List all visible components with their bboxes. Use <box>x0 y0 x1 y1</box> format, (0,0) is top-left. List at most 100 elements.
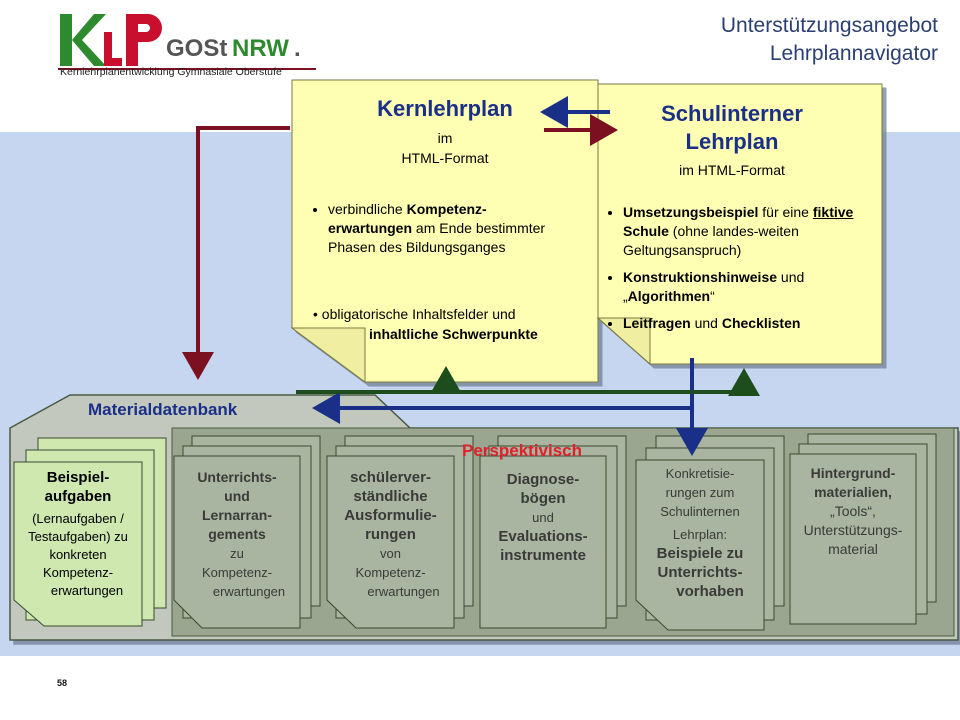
page-title: Unterstützungsangebot Lehrplannavigator <box>721 12 938 68</box>
stack-1-l3: Lernarran- <box>201 507 273 523</box>
kl-b1-rest: am Ende bestimmter Phasen des Bildungsga… <box>328 220 546 255</box>
stack-4-l1: Konkretisie- <box>665 466 735 481</box>
stack-schuelerver <box>326 435 474 629</box>
sl-b3-bold1: Leitfragen <box>623 315 691 331</box>
title-line-2: Lehrplannavigator <box>769 42 938 65</box>
stack-5-sheet-1 <box>789 453 917 625</box>
sl-b2-bold1: Konstruktionshinweise <box>623 269 778 285</box>
schulinterner-title-line-2: Lehrplan <box>685 129 779 154</box>
kl-b2-pre: • obligatorische Inhaltsfelder und <box>313 306 516 322</box>
kernlehrplan-fold <box>290 327 366 383</box>
kernlehrplan-sub-line-1: im <box>437 130 453 146</box>
stack-schuelerver-text: schülerver- ständliche Ausformulie- rung… <box>327 468 454 601</box>
stack-1-l2: und <box>224 488 250 504</box>
logo-subtitle: Kernlehrplanentwicklung Gymnasiale Obers… <box>60 66 282 78</box>
sl-b1-bold3: Schule <box>623 223 669 239</box>
stack-5-l5: material <box>828 541 878 557</box>
kl-b1-pre: verbindliche <box>328 201 407 217</box>
stack-konkretisierungen-text: Konkretisie- rungen zum Schulinternen Le… <box>636 464 764 601</box>
stack-0-l3: (Lernaufgaben / <box>32 511 124 526</box>
sl-b3-t1: und <box>690 315 722 331</box>
schulinterner-bullet-1: Umsetzungsbeispiel für eine fiktive Schu… <box>623 203 891 260</box>
kernlehrplan-bullet-2: • obligatorische Inhaltsfelder und inhal… <box>313 304 598 344</box>
stack-0-sheet-1 <box>13 461 143 627</box>
logo-k-arm <box>72 14 106 66</box>
stack-1-l6: Kompetenz- <box>201 565 273 580</box>
title-line-1: Unterstützungsangebot <box>720 14 938 37</box>
stack-4-l3: Schulinternen <box>660 504 740 519</box>
schulinterner-subtitle: im HTML-Format <box>679 162 785 178</box>
stack-1-l1: Unterrichts- <box>197 469 277 485</box>
sl-b1-t3: (ohne landes-weiten Geltungsanspruch) <box>623 223 799 258</box>
sl-b2-bold2: Algorithmen <box>627 288 711 304</box>
stack-4-l2: rungen zum <box>665 485 735 500</box>
stack-2-l6: Kompetenz- <box>355 565 426 580</box>
logo-l-bar <box>104 32 112 66</box>
kernlehrplan-bullet-1: verbindliche Kompetenz-erwartungen am En… <box>328 200 568 257</box>
sl-b2-t1: und „ <box>623 269 805 304</box>
stack-diagnose-text: Diagnose- bögen und Evaluations- instrum… <box>480 470 606 565</box>
stack-3-l5: instrumente <box>500 547 586 564</box>
kernlehrplan-sub-line-2: HTML-Format <box>401 150 489 166</box>
stack-0-l7: erwartungen <box>50 583 124 598</box>
kernlehrplan-subtitle: im HTML-Format <box>330 128 560 168</box>
stack-4-l6: Unterrichts- <box>657 564 743 581</box>
stack-1-sheet-1 <box>173 455 301 629</box>
schulinterner-title: Schulinterner Lehrplan <box>612 100 852 156</box>
stack-5-l4: Unterstützungs- <box>803 522 903 538</box>
page-number: 58 <box>57 678 68 688</box>
logo-nrw-text: NRW <box>232 35 289 62</box>
stack-0-l4: Testaufgaben) zu <box>28 529 128 544</box>
kernlehrplan-bullets: verbindliche Kompetenz-erwartungen am En… <box>310 200 568 265</box>
stack-hintergrund-text: Hintergrund- materialien, „Tools“, Unter… <box>790 464 916 559</box>
stack-3-sheet-1 <box>479 455 607 629</box>
stack-2-sheet-1 <box>326 455 455 629</box>
kp-gost-nrw-logo: GOSt NRW . <box>58 14 316 70</box>
kernlehrplan-card <box>291 79 599 383</box>
arrow-kernlehrplan-to-materialdatenbank <box>182 126 290 380</box>
stack-1-l7: erwartungen <box>212 584 286 599</box>
stack-5-l2: materialien, <box>814 484 892 500</box>
sl-b2-t2: “ <box>710 288 715 304</box>
schulinterner-bullet-2: Konstruktionshinweise und „Algorithmen“ <box>623 268 891 306</box>
stack-2-l7: erwartungen <box>367 584 440 599</box>
kl-b1-bold: Kompetenz-erwartungen <box>328 201 487 236</box>
stack-2-l1: schülerver- <box>350 469 431 486</box>
sl-b3-bold2: Checklisten <box>721 315 801 331</box>
materialdatenbank-label: Materialdatenbank <box>88 400 238 419</box>
kl-b2-bold: inhaltliche Schwerpunkte <box>369 326 538 342</box>
stack-3-l4: Evaluations- <box>498 528 588 545</box>
stack-0-l6: Kompetenz- <box>42 565 114 580</box>
sl-b1-bold2: fiktive <box>812 204 854 220</box>
stack-1-l4: gements <box>208 526 266 542</box>
stack-4-l5: Beispiele zu <box>656 545 744 562</box>
stack-beispielaufgaben-text: Beispiel- aufgaben (Lernaufgaben / Testa… <box>14 468 142 600</box>
stack-4-l4: Lehrplan: <box>672 527 728 542</box>
schulinterner-card <box>597 83 883 365</box>
stack-3-l3: und <box>532 510 554 525</box>
schulinterner-title-line-1: Schulinterner <box>661 101 803 126</box>
sl-b1-t1: für eine <box>758 204 813 220</box>
logo-k-bar <box>60 14 72 66</box>
schulinterner-bullet-3: Leitfragen und Checklisten <box>623 314 891 333</box>
kernlehrplan-title: Kernlehrplan <box>377 96 513 121</box>
logo-underline <box>58 68 316 70</box>
stack-hintergrund <box>789 433 937 625</box>
stack-2-l5: von <box>380 546 401 561</box>
sl-b1-bold1: Umsetzungsbeispiel <box>623 204 759 220</box>
stack-5-l1: Hintergrund- <box>810 465 896 481</box>
stack-2-l2: ständliche <box>353 488 428 505</box>
perspektivisch-label: Perspektivisch <box>462 441 583 460</box>
stack-2-l3: Ausformulie- <box>344 507 437 524</box>
logo-p <box>126 14 162 66</box>
stack-3-l1: Diagnose- <box>506 471 580 488</box>
stack-0-l1: Beispiel- <box>46 469 110 486</box>
stack-0-l5: konkreten <box>49 547 107 562</box>
stack-konkretisierungen <box>635 435 785 631</box>
logo-dot-text: . <box>294 35 301 62</box>
logo-l-foot <box>104 58 122 66</box>
stack-0-l2: aufgaben <box>44 488 112 505</box>
stack-unterrichts <box>173 435 321 629</box>
stack-diagnose <box>479 435 627 629</box>
